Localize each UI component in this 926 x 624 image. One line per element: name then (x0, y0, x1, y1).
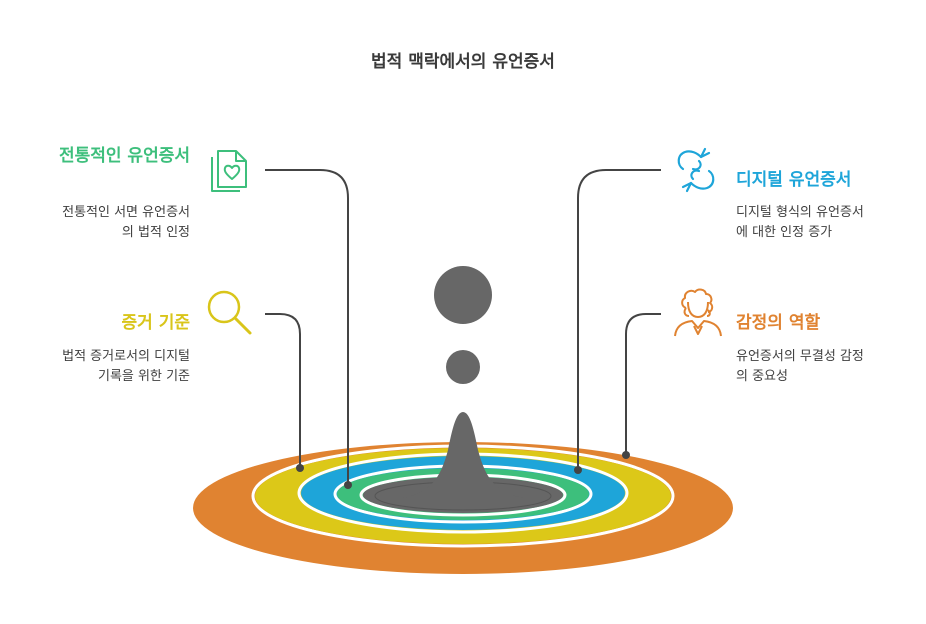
emotion-desc-line1: 유언증서의 무결성 감정 (736, 349, 864, 364)
connector-digital (577, 169, 661, 470)
traditional-desc-line2: 의 법적 인정 (121, 225, 190, 240)
small-drop (446, 350, 480, 384)
magnifier-icon (207, 290, 252, 335)
digital-desc-line2: 에 대한 인정 증가 (736, 225, 833, 240)
connector-dot-traditional (344, 481, 352, 489)
evidence-desc-line1: 법적 증거로서의 디지털 (62, 349, 190, 364)
transfer-arrows-icon (677, 147, 715, 193)
connector-dot-evidence (296, 464, 304, 472)
emotion-title: 감정의 역할 (736, 313, 821, 333)
connector-dot-emotion (622, 451, 630, 459)
connector-traditional (265, 169, 349, 485)
traditional-title: 전통적인 유언증서 (58, 146, 190, 166)
connector-dot-digital (574, 466, 582, 474)
connector-emotion (625, 313, 661, 455)
traditional-desc: 전통적인 서면 유언증서 의 법적 인정 (20, 203, 190, 243)
digital-desc-line1: 디지털 형식의 유언증서 (736, 205, 864, 220)
digital-desc: 디지털 형식의 유언증서 에 대한 인정 증가 (736, 203, 916, 243)
evidence-desc-line2: 기록을 위한 기준 (98, 369, 190, 384)
emotion-desc-line2: 의 중요성 (736, 369, 788, 384)
splash-peak (403, 412, 523, 498)
evidence-title: 증거 기준 (121, 313, 190, 333)
emotion-desc: 유언증서의 무결성 감정 의 중요성 (736, 347, 916, 387)
diagram-title: 법적 맥락에서의 유언증서 (371, 52, 555, 72)
connector-evidence (265, 313, 301, 468)
large-drop (434, 266, 492, 324)
traditional-desc-line1: 전통적인 서면 유언증서 (62, 205, 190, 220)
digital-title: 디지털 유언증서 (736, 170, 852, 190)
evidence-desc: 법적 증거로서의 디지털 기록을 위한 기준 (20, 347, 190, 387)
person-icon (674, 288, 722, 337)
document-heart-icon (211, 150, 247, 192)
